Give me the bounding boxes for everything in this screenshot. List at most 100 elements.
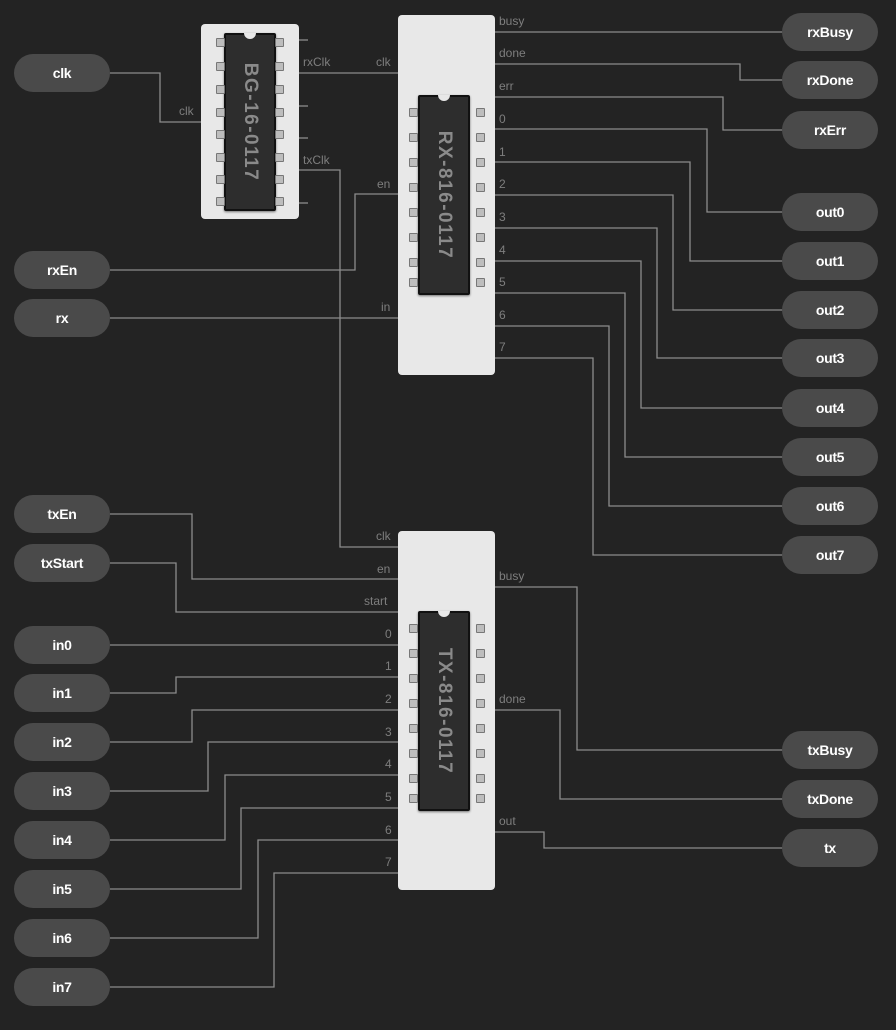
output-rxerr[interactable]: rxErr [782, 111, 878, 149]
tx-port-busy: busy [499, 569, 525, 583]
tx-pin [409, 724, 418, 733]
bg-pin [275, 175, 284, 184]
tx-port-done: done [499, 692, 526, 706]
input-rxen[interactable]: rxEn [14, 251, 110, 289]
input-clk[interactable]: clk [14, 54, 110, 92]
wire-out5 [495, 292, 783, 458]
bg-pin [275, 62, 284, 71]
wire-out1 [495, 161, 783, 262]
tx-pin [476, 774, 485, 783]
input-in0[interactable]: in0 [14, 626, 110, 664]
wire-out0 [495, 128, 783, 213]
tx-pin [409, 749, 418, 758]
tx-pin [409, 699, 418, 708]
tx-pin [409, 649, 418, 658]
output-rxbusy[interactable]: rxBusy [782, 13, 878, 51]
rx-module[interactable]: RX-816-0117 [398, 15, 495, 375]
rx-port-5: 5 [499, 275, 506, 289]
rx-pin [476, 258, 485, 267]
bg-chip-name: BG-16-0117 [240, 62, 261, 182]
rx-port-1: 1 [499, 145, 506, 159]
bg-port-txclk: txClk [303, 153, 330, 167]
output-out3[interactable]: out3 [782, 339, 878, 377]
input-rx[interactable]: rx [14, 299, 110, 337]
wire-rxerr [495, 96, 783, 131]
wire-in2 [110, 709, 398, 743]
output-out7[interactable]: out7 [782, 536, 878, 574]
output-out5[interactable]: out5 [782, 438, 878, 476]
tx-port-6: 6 [385, 823, 392, 837]
wire-in5 [110, 807, 398, 890]
output-out2[interactable]: out2 [782, 291, 878, 329]
bg-pin [275, 197, 284, 206]
bg-pin [216, 85, 225, 94]
input-txen[interactable]: txEn [14, 495, 110, 533]
rx-chip-notch [438, 95, 450, 101]
output-rxdone[interactable]: rxDone [782, 61, 878, 99]
input-in4[interactable]: in4 [14, 821, 110, 859]
rx-pin [409, 133, 418, 142]
output-tx[interactable]: tx [782, 829, 878, 867]
bg-module[interactable]: BG-16-0117 [201, 24, 299, 219]
tx-module[interactable]: TX-816-0117 [398, 531, 495, 890]
wire-out7 [495, 357, 783, 556]
rx-pin [409, 233, 418, 242]
input-in6[interactable]: in6 [14, 919, 110, 957]
output-out1[interactable]: out1 [782, 242, 878, 280]
bg-pin [216, 108, 225, 117]
wire-out2 [495, 194, 783, 311]
rx-pin [476, 278, 485, 287]
rx-chip: RX-816-0117 [418, 95, 470, 295]
rx-pin [409, 208, 418, 217]
wire-in7 [110, 872, 398, 988]
tx-chip: TX-816-0117 [418, 611, 470, 811]
bg-port-rxclk: rxClk [303, 55, 331, 69]
rx-port-4: 4 [499, 243, 506, 257]
rx-port-3: 3 [499, 210, 506, 224]
tx-port-out: out [499, 814, 516, 828]
tx-pin [476, 624, 485, 633]
rx-pin [476, 133, 485, 142]
tx-pin [476, 724, 485, 733]
wire-in4 [110, 774, 398, 841]
tx-chip-notch [438, 611, 450, 617]
bg-port-clk: clk [179, 104, 194, 118]
bg-pin [216, 130, 225, 139]
rx-port-clk: clk [376, 55, 391, 69]
tx-port-3: 3 [385, 725, 392, 739]
rx-port-done: done [499, 46, 526, 60]
rx-pin [476, 208, 485, 217]
tx-port-4: 4 [385, 757, 392, 771]
tx-port-1: 1 [385, 659, 392, 673]
input-in7[interactable]: in7 [14, 968, 110, 1006]
input-in3[interactable]: in3 [14, 772, 110, 810]
tx-pin [476, 649, 485, 658]
output-txdone[interactable]: txDone [782, 780, 878, 818]
tx-port-7: 7 [385, 855, 392, 869]
output-txbusy[interactable]: txBusy [782, 731, 878, 769]
input-txstart[interactable]: txStart [14, 544, 110, 582]
wire-out4 [495, 260, 783, 409]
output-out6[interactable]: out6 [782, 487, 878, 525]
tx-pin [476, 749, 485, 758]
input-in1[interactable]: in1 [14, 674, 110, 712]
rx-pin [409, 183, 418, 192]
output-out0[interactable]: out0 [782, 193, 878, 231]
tx-port-0: 0 [385, 627, 392, 641]
output-out4[interactable]: out4 [782, 389, 878, 427]
rx-port-0: 0 [499, 112, 506, 126]
tx-port-en: en [377, 562, 391, 576]
bg-chip: BG-16-0117 [224, 33, 276, 211]
bg-pin [216, 62, 225, 71]
tx-port-2: 2 [385, 692, 392, 706]
tx-port-5: 5 [385, 790, 392, 804]
wire-rxdone [495, 63, 783, 81]
input-in5[interactable]: in5 [14, 870, 110, 908]
tx-pin [409, 774, 418, 783]
rx-chip-name: RX-816-0117 [434, 130, 455, 260]
tx-pin [476, 674, 485, 683]
input-in2[interactable]: in2 [14, 723, 110, 761]
rx-port-2: 2 [499, 177, 506, 191]
rx-port-en: en [377, 177, 391, 191]
